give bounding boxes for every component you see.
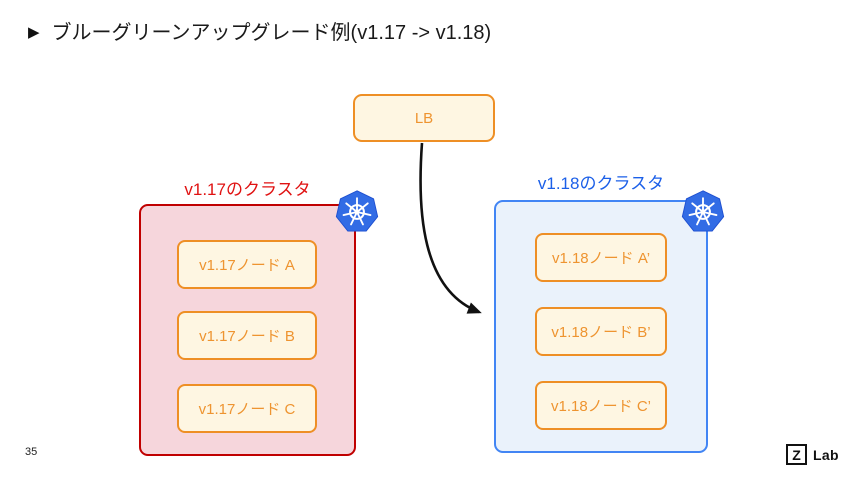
title-bullet-icon: ▶ <box>28 24 40 41</box>
cluster-v117-label: v1.17のクラスタ <box>184 180 311 199</box>
node-box: v1.17ノード A <box>177 240 317 289</box>
node-box: v1.18ノード A’ <box>535 233 667 282</box>
cluster-v118-box: v1.18ノード A’ v1.18ノード B’ v1.18ノード C’ <box>494 200 708 453</box>
load-balancer-label: LB <box>414 109 434 127</box>
zlab-logo-mark: Z <box>786 444 807 465</box>
zlab-logo: Z Lab <box>786 444 839 465</box>
cluster-v118-label: v1.18のクラスタ <box>537 174 665 193</box>
node-box: v1.18ノード B’ <box>535 307 667 356</box>
kubernetes-icon <box>335 190 379 232</box>
cluster-v117-box: v1.17ノード A v1.17ノード B v1.17ノード C <box>139 204 356 456</box>
page-number: 35 <box>25 446 38 458</box>
node-box: v1.18ノード C’ <box>535 381 667 430</box>
kubernetes-icon <box>681 190 725 232</box>
node-box: v1.17ノード C <box>177 384 317 433</box>
slide-title: ▶ ブルーグリーンアップグレード例(v1.17 -> v1.18) <box>28 20 491 46</box>
zlab-logo-text: Lab <box>813 446 839 463</box>
load-balancer-box: LB <box>353 94 495 142</box>
slide-title-text: ブルーグリーンアップグレード例(v1.17 -> v1.18) <box>51 22 492 44</box>
node-box: v1.17ノード B <box>177 311 317 360</box>
